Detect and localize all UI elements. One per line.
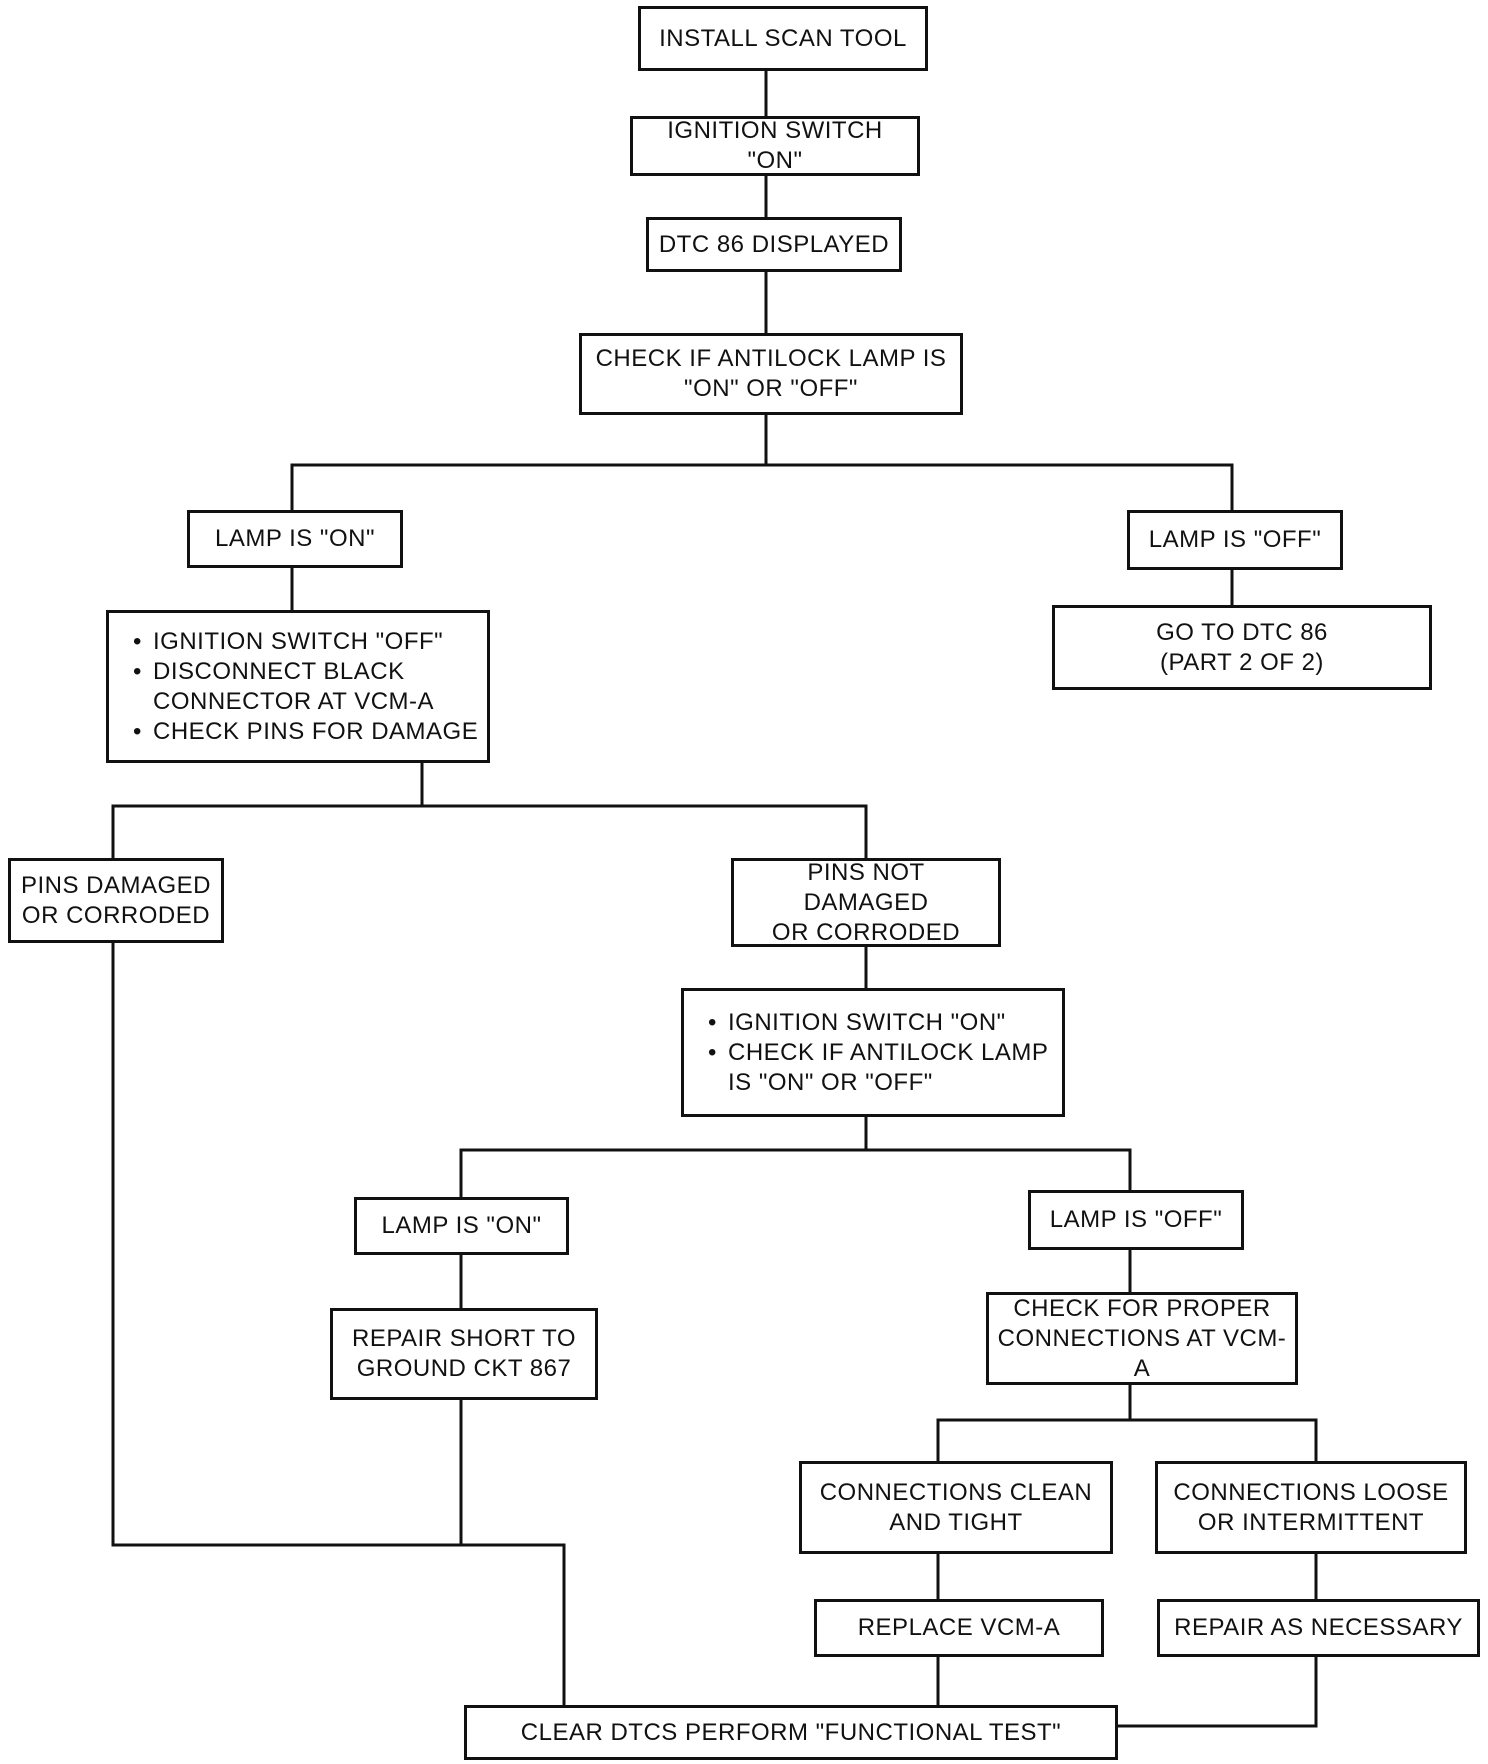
box-text: LAMP IS "ON" (215, 525, 375, 552)
steps-box-2: IGNITION SWITCH "ON" CHECK IF ANTILOCK L… (681, 988, 1065, 1117)
box-text: CHECK IF ANTILOCK LAMP IS (595, 345, 947, 372)
lamp-off-box-1: LAMP IS "OFF" (1127, 510, 1343, 570)
repair-short-box: REPAIR SHORT TO GROUND CKT 867 (330, 1308, 598, 1400)
pins-damaged-box: PINS DAMAGED OR CORRODED (8, 858, 224, 943)
box-text: IGNITION SWITCH "ON" (667, 117, 883, 174)
connector-line (290, 413, 1234, 512)
connector-line (1116, 1655, 1318, 1728)
connector-line (459, 1115, 1132, 1229)
box-text: OR INTERMITTENT (1197, 1508, 1425, 1536)
pins-not-damaged-box: PINS NOT DAMAGED OR CORRODED (731, 858, 1001, 947)
step-item: IGNITION SWITCH "OFF" (131, 627, 479, 657)
check-connections-box: CHECK FOR PROPER CONNECTIONS AT VCM-A (986, 1292, 1298, 1385)
box-text: REPAIR SHORT TO (351, 1325, 576, 1352)
box-text: CONNECTIONS CLEAN (819, 1478, 1093, 1506)
step-item: CHECK IF ANTILOCK LAMP IS "ON" OR "OFF" (706, 1038, 1054, 1098)
connections-clean-box: CONNECTIONS CLEAN AND TIGHT (799, 1461, 1113, 1554)
box-text: CHECK FOR PROPER (1013, 1294, 1271, 1322)
box-text: CLEAR DTCS PERFORM "FUNCTIONAL TEST" (520, 1718, 1062, 1746)
step-item: IGNITION SWITCH "ON" (706, 1008, 1054, 1038)
box-text: LAMP IS "OFF" (1049, 1206, 1223, 1233)
box-text: GO TO DTC 86 (1156, 618, 1328, 646)
dtc-86-displayed-box: DTC 86 DISPLAYED (646, 217, 902, 272)
box-text: (PART 2 OF 2) (1160, 648, 1324, 676)
lamp-off-box-2: LAMP IS "OFF" (1028, 1190, 1244, 1250)
box-text: LAMP IS "OFF" (1148, 526, 1322, 553)
box-text: LAMP IS "ON" (381, 1212, 542, 1239)
lamp-on-box-1: LAMP IS "ON" (187, 510, 403, 568)
connector-line (111, 941, 566, 1707)
box-text: INSTALL SCAN TOOL (659, 24, 907, 52)
box-text: AND TIGHT (889, 1508, 1023, 1536)
box-text: REPAIR AS NECESSARY (1174, 1614, 1463, 1641)
goto-dtc86-box: GO TO DTC 86 (PART 2 OF 2) (1052, 605, 1432, 690)
connections-loose-box: CONNECTIONS LOOSE OR INTERMITTENT (1155, 1461, 1467, 1554)
box-text: OR CORRODED (771, 918, 961, 946)
repair-as-necessary-box: REPAIR AS NECESSARY (1157, 1599, 1480, 1657)
connector-line (111, 761, 868, 860)
ignition-on-box: IGNITION SWITCH "ON" (630, 116, 920, 176)
clear-dtcs-box: CLEAR DTCS PERFORM "FUNCTIONAL TEST" (464, 1705, 1118, 1760)
lamp-on-box-2: LAMP IS "ON" (354, 1197, 569, 1255)
box-text: REPLACE VCM-A (857, 1614, 1061, 1641)
box-text: PINS NOT DAMAGED (803, 858, 929, 916)
check-lamp-box: CHECK IF ANTILOCK LAMP IS "ON" OR "OFF" (579, 333, 963, 415)
box-text: CONNECTIONS AT VCM-A (997, 1324, 1287, 1382)
steps-box-1: IGNITION SWITCH "OFF" DISCONNECT BLACK C… (106, 610, 490, 763)
box-text: "ON" OR "OFF" (684, 375, 858, 402)
box-text: GROUND CKT 867 (356, 1355, 572, 1382)
step-item: DISCONNECT BLACK CONNECTOR AT VCM-A (131, 657, 479, 717)
connector-line (936, 1383, 1318, 1463)
box-text: CONNECTIONS LOOSE (1173, 1478, 1449, 1506)
step-item: CHECK PINS FOR DAMAGE (131, 717, 479, 747)
box-text: DTC 86 DISPLAYED (658, 230, 890, 258)
replace-vcm-box: REPLACE VCM-A (814, 1599, 1104, 1657)
box-text: PINS DAMAGED (20, 871, 212, 899)
box-text: OR CORRODED (21, 901, 211, 929)
install-scan-tool-box: INSTALL SCAN TOOL (638, 6, 928, 71)
